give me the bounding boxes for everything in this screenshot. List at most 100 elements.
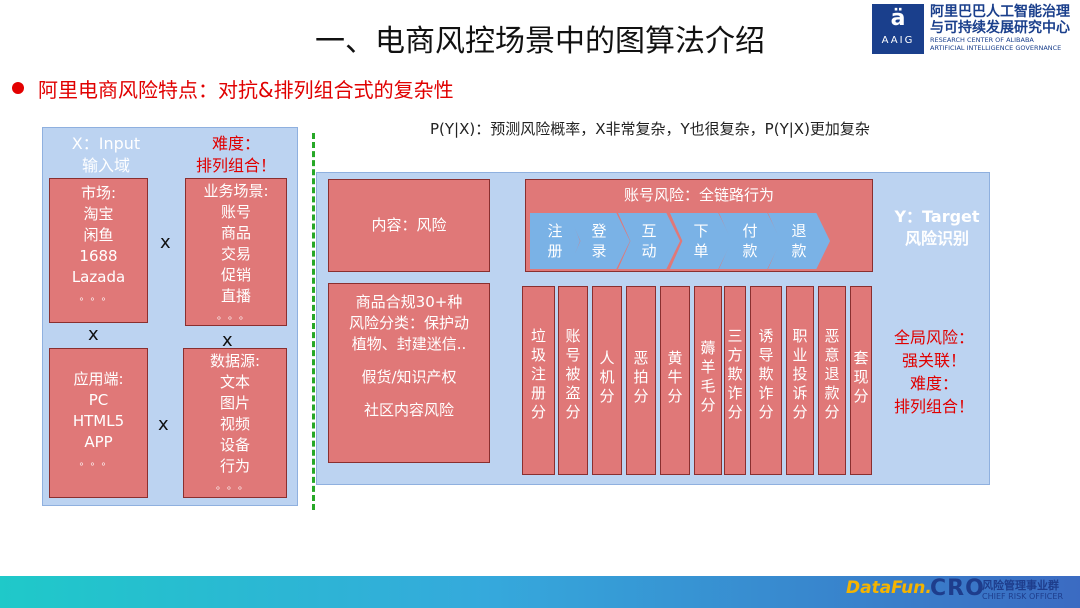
col-char: 拍 bbox=[633, 368, 649, 386]
chain-step-char: 登 bbox=[591, 222, 607, 240]
scene-item: 商品 bbox=[220, 224, 251, 242]
score-column-bot: 人 机 分 bbox=[592, 286, 622, 475]
target-header: Y：Target 风险识别 bbox=[888, 206, 986, 250]
logo-abbr: AAIG bbox=[881, 35, 915, 46]
datasource-item: 图片 bbox=[219, 394, 250, 412]
col-char: 方 bbox=[727, 346, 743, 364]
green-dashed-divider bbox=[312, 133, 315, 510]
logo-en-line1: RESEARCH CENTER OF ALIBABA bbox=[930, 36, 1034, 44]
datasource-label: 数据源: bbox=[209, 352, 261, 370]
col-char: 盗 bbox=[565, 384, 581, 402]
logo-en-line2: ARTIFICIAL INTELLIGENCE GOVERNANCE bbox=[930, 44, 1062, 52]
col-char: 毛 bbox=[700, 377, 716, 395]
aaig-logo: ä AAIG 阿里巴巴人工智能治理 与可持续发展研究中心 RESEARCH CE… bbox=[868, 4, 1078, 56]
target-line1: Y：Target bbox=[894, 207, 980, 226]
account-risk-title: 账号风险：全链路行为 bbox=[623, 186, 774, 204]
col-char: 黄 bbox=[667, 349, 683, 367]
content-detail bbox=[329, 355, 489, 367]
market-item: 1688 bbox=[79, 247, 118, 265]
col-char: 分 bbox=[700, 396, 716, 414]
score-column-scalper: 黄 牛 分 bbox=[660, 286, 690, 475]
logo-text: 阿里巴巴人工智能治理 与可持续发展研究中心 RESEARCH CENTER OF… bbox=[930, 4, 1078, 52]
content-risk-box: 内容：风险 bbox=[328, 179, 490, 272]
difficulty-header: 难度： 排列组合！ bbox=[180, 133, 292, 177]
client-item: APP bbox=[84, 433, 113, 451]
content-detail bbox=[329, 388, 489, 400]
times-sign: x bbox=[158, 414, 169, 435]
scene-item: 直播 bbox=[220, 287, 251, 305]
datasource-ellipsis: 。。。 bbox=[216, 481, 254, 492]
col-char: 圾 bbox=[530, 346, 546, 364]
times-sign: x bbox=[88, 324, 99, 345]
datasource-item: 行为 bbox=[219, 457, 250, 475]
col-char: 意 bbox=[824, 346, 840, 364]
target-line2: 风险识别 bbox=[904, 229, 969, 248]
cro-en: CHIEF RISK OFFICER bbox=[982, 592, 1064, 601]
col-char: 册 bbox=[530, 384, 546, 402]
col-char: 分 bbox=[824, 403, 840, 421]
bullet-dot-icon bbox=[12, 82, 24, 94]
chain-step-char: 单 bbox=[693, 242, 709, 260]
col-char: 分 bbox=[565, 403, 581, 421]
global-risk-line: 难度： bbox=[909, 374, 958, 393]
col-char: 分 bbox=[667, 387, 683, 405]
datasource-item: 设备 bbox=[219, 436, 250, 454]
scene-label: 业务场景: bbox=[203, 182, 269, 200]
content-detail: 假货/知识产权 bbox=[361, 368, 457, 386]
scene-item: 交易 bbox=[220, 245, 251, 263]
col-char: 分 bbox=[633, 387, 649, 405]
content-detail: 社区内容风险 bbox=[363, 401, 454, 419]
score-column-malicious-refund: 恶 意 退 款 分 bbox=[818, 286, 846, 475]
chain-step-refund: 退 款 bbox=[768, 213, 830, 269]
score-column-malicious-bid: 恶 拍 分 bbox=[626, 286, 656, 475]
col-char: 账 bbox=[565, 327, 581, 345]
col-char: 恶 bbox=[633, 349, 649, 367]
col-char: 三 bbox=[727, 327, 743, 345]
formula-text: P(Y|X)：预测风险概率，X非常复杂，Y也很复杂，P(Y|X)更加复杂 bbox=[430, 120, 870, 138]
col-char: 导 bbox=[758, 346, 774, 364]
col-char: 职 bbox=[792, 327, 808, 345]
chain-step-char: 注 bbox=[547, 222, 563, 240]
col-char: 被 bbox=[565, 365, 581, 383]
cro-cn: 风险管理事业群 bbox=[982, 579, 1059, 592]
col-char: 分 bbox=[530, 403, 546, 421]
chain-step-char: 款 bbox=[742, 242, 758, 260]
logo-glyph: ä bbox=[890, 6, 906, 31]
col-char: 恶 bbox=[824, 327, 840, 345]
col-char: 薅 bbox=[700, 339, 716, 357]
col-char: 机 bbox=[599, 368, 615, 386]
datasource-item: 视频 bbox=[219, 415, 250, 433]
market-label: 市场: bbox=[80, 184, 117, 202]
global-risk-line: 全局风险： bbox=[893, 328, 974, 347]
score-column-cash-out: 套 现 分 bbox=[850, 286, 872, 475]
scene-item: 促销 bbox=[220, 266, 251, 284]
chain-step-char: 册 bbox=[547, 242, 563, 260]
col-char: 套 bbox=[853, 349, 869, 367]
col-char: 人 bbox=[599, 349, 615, 367]
times-sign: x bbox=[222, 330, 233, 351]
chain-step-register: 注 册 bbox=[530, 213, 580, 269]
global-risk-line: 排列组合！ bbox=[893, 397, 974, 416]
logo-cn-line2: 与可持续发展研究中心 bbox=[930, 20, 1070, 36]
global-risk-line: 强关联！ bbox=[901, 351, 966, 370]
chain-step-char: 下 bbox=[693, 222, 709, 240]
market-box: 市场: 淘宝 闲鱼 1688 Lazada 。。。 bbox=[49, 178, 148, 323]
aaig-badge-icon: ä AAIG bbox=[872, 4, 924, 54]
score-column-coupon-abuse: 薅 羊 毛 分 bbox=[694, 286, 722, 475]
client-item: HTML5 bbox=[72, 412, 125, 430]
chain-step-char: 款 bbox=[791, 242, 807, 260]
difficulty-line2: 排列组合！ bbox=[195, 156, 276, 175]
client-ellipsis: 。。。 bbox=[79, 457, 118, 468]
input-header-line1: X：Input bbox=[71, 134, 141, 153]
market-item: 淘宝 bbox=[83, 205, 114, 223]
footer-gradient-bar bbox=[0, 576, 1080, 608]
col-char: 现 bbox=[853, 368, 869, 386]
col-char: 分 bbox=[758, 403, 774, 421]
scene-box: 业务场景: 账号 商品 交易 促销 直播 。。。 bbox=[185, 178, 287, 326]
col-char: 诉 bbox=[792, 384, 808, 402]
col-char: 分 bbox=[727, 403, 743, 421]
col-char: 诈 bbox=[758, 384, 774, 402]
market-item: Lazada bbox=[71, 268, 126, 286]
market-item: 闲鱼 bbox=[83, 226, 114, 244]
col-char: 诱 bbox=[758, 327, 774, 345]
